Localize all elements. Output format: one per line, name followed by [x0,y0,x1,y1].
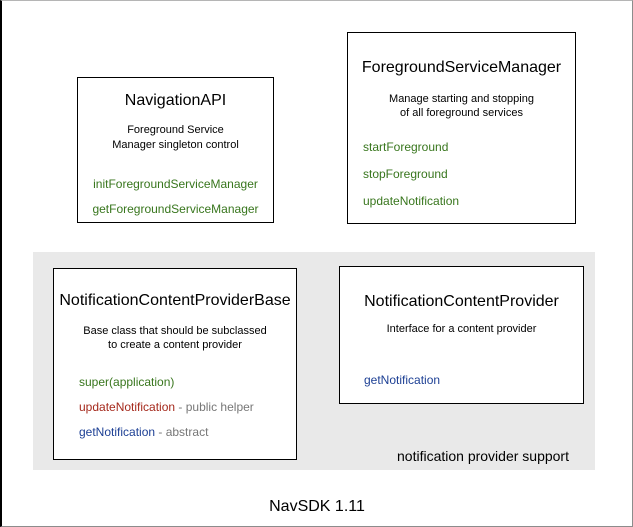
method-list: startForeground stopForeground updateNot… [348,139,575,209]
group-label-notification-provider-support: notification provider support [397,448,569,464]
class-title: NotificationContentProviderBase [59,292,291,309]
method-name: updateNotification [363,194,460,208]
class-description-line: to create a content provider [108,339,242,351]
class-description: Interface for a content provider [340,322,583,336]
method-name: getNotification [364,373,441,387]
class-description: Base class that should be subclassed to … [54,324,296,352]
class-box-notification-content-provider: NotificationContentProvider Interface fo… [339,266,584,404]
method-name: super(application) [79,375,175,389]
method-name: initForegroundServiceManager [93,177,258,191]
method-item: initForegroundServiceManager [78,176,273,192]
class-description-line: Manage starting and stopping [389,93,534,105]
method-name: getForegroundServiceManager [92,202,259,216]
method-item: getNotification [364,372,583,388]
method-suffix: - abstract [155,425,209,439]
method-name: startForeground [363,140,449,154]
method-item: getNotification - abstract [79,424,296,440]
class-description-line: Manager singleton control [112,139,239,151]
method-item: getForegroundServiceManager [78,201,273,217]
class-description: Manage starting and stopping of all fore… [348,92,575,120]
method-suffix: - public helper [175,400,254,414]
method-list: super(application) updateNotification - … [54,374,296,440]
method-item: super(application) [79,374,296,390]
method-item: stopForeground [363,166,575,182]
class-description: Foreground Service Manager singleton con… [78,123,273,153]
method-item: startForeground [363,139,575,155]
diagram-caption-navsdk-version: NavSDK 1.11 [269,498,365,515]
method-name: updateNotification [79,400,176,414]
class-description-line: Base class that should be subclassed [83,325,267,337]
method-name: getNotification [79,425,156,439]
class-box-notification-content-provider-base: NotificationContentProviderBase Base cla… [53,268,297,460]
class-description-line: of all foreground services [400,107,523,119]
class-title: NotificationContentProvider [364,293,559,310]
method-list: initForegroundServiceManager getForegrou… [78,176,273,217]
method-list: getNotification [340,372,583,388]
class-title: NavigationAPI [124,92,227,109]
class-box-navigation-api: NavigationAPI Foreground Service Manager… [77,77,274,223]
class-description-line: Interface for a content provider [386,323,537,335]
class-title: ForegroundServiceManager [361,59,562,76]
class-description-line: Foreground Service [127,124,224,136]
method-item: updateNotification [363,193,575,209]
method-name: stopForeground [363,167,448,181]
class-box-foreground-service-manager: ForegroundServiceManager Manage starting… [347,32,576,224]
method-item: updateNotification - public helper [79,399,296,415]
